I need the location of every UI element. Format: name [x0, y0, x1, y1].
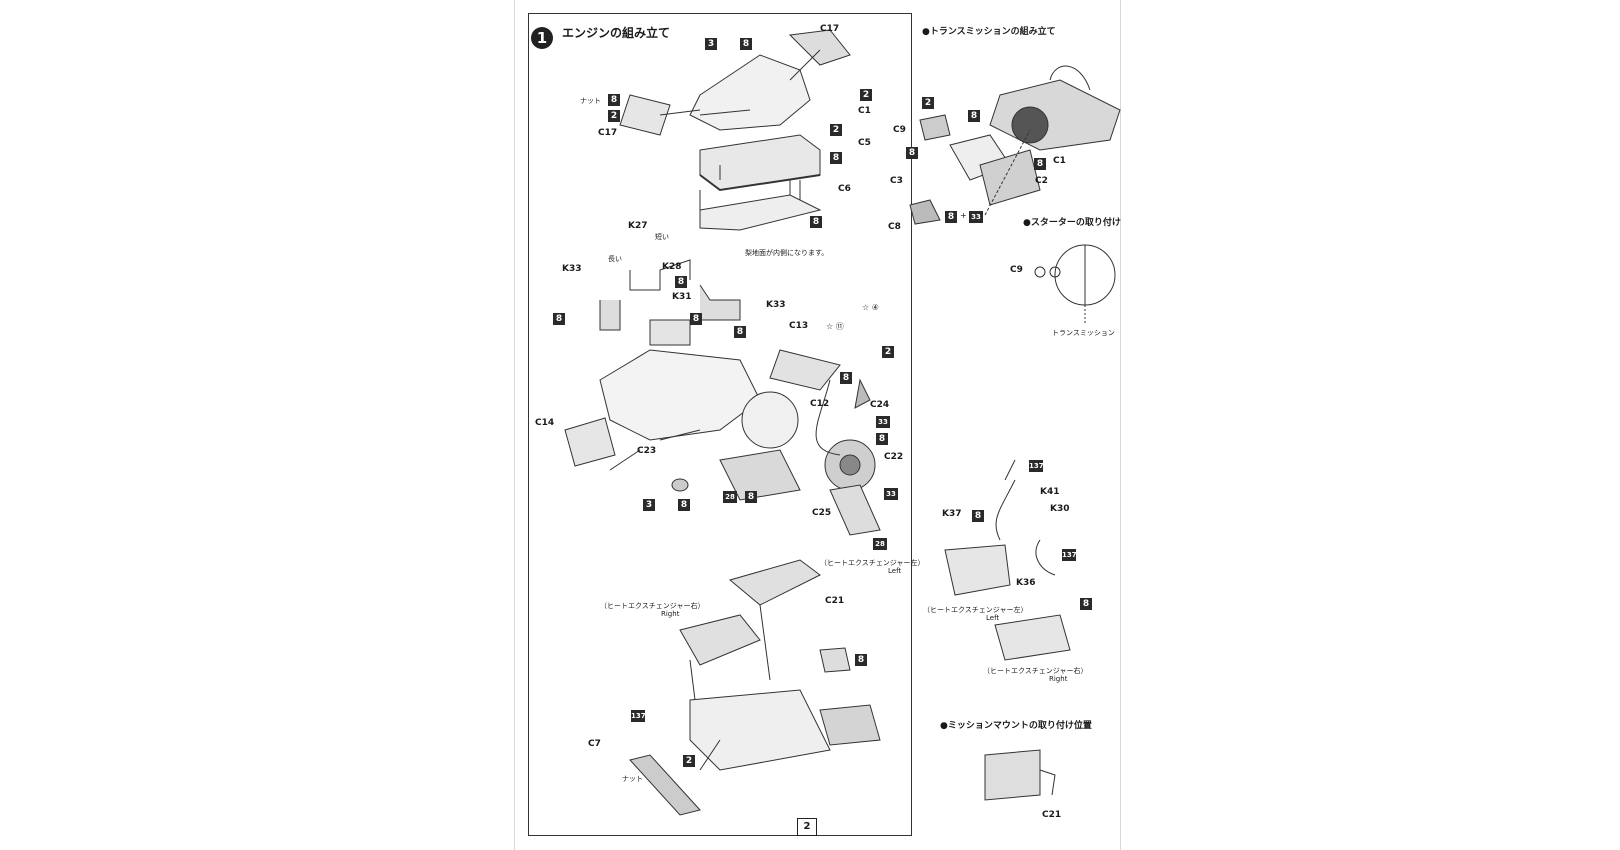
paint-code: 137 [1029, 460, 1044, 472]
part-label-c21: C21 [825, 596, 845, 606]
part-label-c9: C9 [893, 125, 906, 135]
paint-code: 8 [675, 276, 687, 288]
part-label-c9-starter: C9 [1010, 265, 1023, 275]
paint-code: 8 [608, 94, 620, 106]
part-label-c7: C7 [588, 739, 601, 749]
inside-note: 梨地面が内側になります。 [745, 249, 829, 257]
heat-exchanger-right-label: （ヒートエクスチェンジャー右） [600, 602, 705, 610]
paint-code: 8 [830, 152, 842, 164]
heat-exchanger-left-en-r: Left [986, 614, 1000, 622]
paint-code: 8 [876, 433, 888, 445]
paint-code: 8 [945, 211, 957, 223]
paint-code: 33 [969, 211, 983, 223]
section-transmission-title: ●トランスミッションの組み立て [922, 27, 1056, 37]
paint-code: 8 [972, 510, 984, 522]
paint-code: 33 [876, 416, 890, 428]
paint-code: 137 [1062, 549, 1077, 561]
part-label-c21-mount: C21 [1042, 810, 1062, 820]
step-number: 1 [531, 27, 553, 49]
paint-code: 8 [906, 147, 918, 159]
part-label-k33-right: K33 [766, 300, 786, 310]
part-label-c14: C14 [535, 418, 555, 428]
paint-code: 8 [1080, 598, 1092, 610]
part-label-c17-top: C17 [820, 24, 840, 34]
paint-code: 8 [690, 313, 702, 325]
nut-label: ナット [580, 97, 601, 105]
nut-label: ナット [622, 775, 643, 783]
part-label-c17-left: C17 [598, 128, 618, 138]
star-marker: ☆ ④ [862, 303, 879, 312]
heat-exchanger-left-en: Left [888, 567, 902, 575]
part-label-k37: K37 [942, 509, 962, 519]
paint-code: 8 [810, 216, 822, 228]
paint-code: 2 [830, 124, 842, 136]
heat-exchanger-left-label: （ヒートエクスチェンジャー左） [820, 559, 925, 567]
part-label-c12: C12 [810, 399, 830, 409]
step-frame [528, 13, 912, 836]
heat-exchanger-left-label-r: （ヒートエクスチェンジャー左） [923, 606, 1028, 614]
part-label-c6: C6 [838, 184, 851, 194]
long-label: 長い [608, 255, 622, 263]
paint-code: 3 [705, 38, 717, 50]
part-label-k33-left: K33 [562, 264, 582, 274]
part-label-c24: C24 [870, 400, 890, 410]
part-label-c3: C3 [890, 176, 903, 186]
star-marker: ☆ ⑪ [826, 322, 844, 331]
paint-code: 2 [683, 755, 695, 767]
part-label-k27: K27 [628, 221, 648, 231]
part-label-c25: C25 [812, 508, 832, 518]
starter-transmission-label: トランスミッション [1052, 329, 1115, 337]
paint-code: 2 [860, 89, 872, 101]
part-label-c23: C23 [637, 446, 657, 456]
part-label-k31: K31 [672, 292, 692, 302]
paint-code: 137 [631, 710, 646, 722]
short-label: 短い [655, 233, 669, 241]
paint-code: 8 [855, 654, 867, 666]
paint-code: 3 [643, 499, 655, 511]
page-number: 2 [797, 818, 817, 836]
part-label-k36: K36 [1016, 578, 1036, 588]
paint-code: 8 [678, 499, 690, 511]
part-label-c22: C22 [884, 452, 904, 462]
section-starter-title: ●スターターの取り付け [1023, 218, 1121, 228]
part-label-k41: K41 [1040, 487, 1060, 497]
heat-exchanger-right-en: Right [661, 610, 680, 618]
paint-code: 2 [608, 110, 620, 122]
plus-sign: + [960, 211, 967, 220]
part-label-c13: C13 [789, 321, 809, 331]
part-label-c1: C1 [858, 106, 871, 116]
part-label-k28: K28 [662, 262, 682, 272]
paint-code: 8 [840, 372, 852, 384]
paint-code: 8 [740, 38, 752, 50]
heat-exchanger-right-en-r: Right [1049, 675, 1068, 683]
part-label-c5: C5 [858, 138, 871, 148]
paint-code: 8 [1034, 158, 1046, 170]
paint-code: 8 [553, 313, 565, 325]
part-label-c1-trans: C1 [1053, 156, 1066, 166]
part-label-k30: K30 [1050, 504, 1070, 514]
paint-code: 2 [922, 97, 934, 109]
step-title: エンジンの組み立て [562, 26, 671, 40]
part-label-c8: C8 [888, 222, 901, 232]
paint-code: 8 [968, 110, 980, 122]
paint-code: 8 [745, 491, 757, 503]
paint-code: 33 [884, 488, 898, 500]
paint-code: 28 [873, 538, 887, 550]
paint-code: 2 [882, 346, 894, 358]
heat-exchanger-right-label-r: （ヒートエクスチェンジャー右） [983, 667, 1088, 675]
paint-code: 28 [723, 491, 737, 503]
part-label-c2: C2 [1035, 176, 1048, 186]
paint-code: 8 [734, 326, 746, 338]
section-mission-mount-title: ●ミッションマウントの取り付け位置 [940, 721, 1092, 731]
